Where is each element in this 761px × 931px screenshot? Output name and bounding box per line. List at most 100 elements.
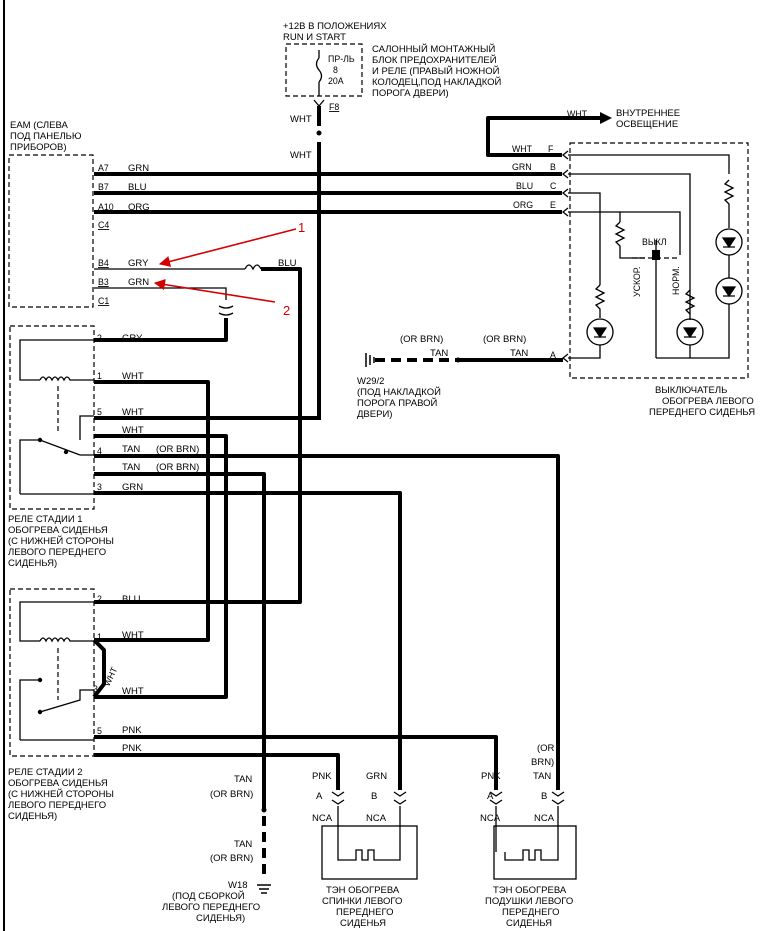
- relay2-outline: [9, 588, 95, 757]
- hc-conn-2: NCA: [534, 813, 555, 824]
- fuse-connector: [313, 99, 325, 108]
- hc-heater-box: [493, 825, 577, 880]
- relay1-coil: [39, 376, 94, 382]
- relay1-pin-3: 3: [97, 482, 102, 492]
- sw-contact: [652, 250, 660, 260]
- eam-connector-c4: C4: [98, 220, 109, 230]
- wire-tan-relay1-ground: [94, 472, 266, 810]
- relay-stage-1: 2 1 5 4 3 GRY WHT WHT WHT TAN (OR BRN) T…: [8, 325, 199, 569]
- relay1-wire-gry: GRY: [122, 333, 143, 344]
- relay2-label-2: ОБОГРЕВА СИДЕНЬЯ: [8, 778, 108, 789]
- sw-int-e2: [620, 211, 681, 255]
- annotation-arrow-2: [153, 279, 276, 303]
- hb-label-1: ТЭН ОБОГРЕВА: [326, 885, 400, 896]
- relay1-label-3: (С НИЖНЕЙ СТОРОНЫ: [8, 535, 114, 547]
- hc-wire-or: (OR: [537, 743, 555, 754]
- hb-conn-2: NCA: [366, 813, 387, 824]
- relay1-pin-5: 5: [97, 407, 102, 417]
- switch-pin-b: B: [550, 162, 556, 172]
- hb-pin-a: A: [316, 791, 323, 802]
- switch-off-label: ВЫКЛ: [642, 237, 667, 247]
- hc-pin-b: B: [541, 791, 547, 802]
- fuse-pin-label: F8: [329, 102, 339, 112]
- hc-wire-pnk: PNK: [481, 771, 501, 782]
- hc-wire-brn: BRN): [531, 757, 554, 768]
- eam-label-3: ПРИБОРОВ): [10, 142, 67, 153]
- wire-blu-relay2: [94, 267, 302, 604]
- eam-module: EAM (СЛЕВА ПОД ПАНЕЛЬЮ ПРИБОРОВ) A7 B7 A…: [8, 120, 297, 308]
- switch-norm-label: НОРМ.: [671, 266, 681, 295]
- w29-label-2: (ПОД НАКЛАДКОЙ: [357, 386, 441, 398]
- switch-wire-org: ORG: [513, 200, 533, 210]
- wht-label-2: WHT: [290, 150, 312, 161]
- w18-label-4: СИДЕНЬЯ): [196, 913, 245, 924]
- hb-wire-grn: GRN: [366, 771, 387, 782]
- fuse-block-label-5: ПОРОГА ДВЕРИ): [372, 88, 449, 99]
- grn-connector: [218, 305, 234, 316]
- relay2-wire-blu: BLU: [122, 594, 141, 605]
- switch-label-2: ОБОГРЕВА ЛЕВОГО: [662, 396, 754, 407]
- hb-conn-1: NCA: [312, 813, 333, 824]
- eam-outline: [8, 154, 94, 308]
- hb-pin-b: B: [371, 791, 377, 802]
- wire-wht-relay2-jumper: [92, 638, 106, 699]
- supply-label-1: +12В В ПОЛОЖЕНИЯХ: [283, 21, 387, 32]
- hb-label-3: ПЕРЕДНЕГО: [336, 907, 393, 918]
- ground-w18: TAN (OR BRN) TAN (OR BRN) W18 (ПОД СБОРК…: [162, 774, 271, 924]
- gr-or-brn-2: (OR BRN): [483, 334, 526, 345]
- relay1-pin-2: 2: [97, 333, 102, 343]
- relay1-wire-wht-2: WHT: [122, 407, 144, 418]
- relay2-wire-pnk-1: PNK: [122, 725, 142, 736]
- relay2-contacts: [19, 679, 94, 740]
- wht-label-top: WHT: [290, 114, 312, 125]
- hb-connector: [331, 791, 407, 805]
- eam-pin-b7: B7: [98, 182, 109, 192]
- hc-label-3: ПЕРЕДНЕГО: [502, 907, 559, 918]
- fuse-section: +12В В ПОЛОЖЕНИЯХ RUN И START ПР-ЛЬ 8 20…: [283, 21, 502, 420]
- w18-label-2: (ПОД СБОРКОЙ: [172, 890, 245, 902]
- gb-or-brn-1: (OR BRN): [210, 789, 253, 800]
- gr-tan-1: TAN: [430, 348, 448, 359]
- relay2-coil: [39, 637, 94, 643]
- heater-cushion: PNK (OR BRN) TAN A B NCA NCA ТЭН ОБОГРЕВ…: [480, 743, 577, 929]
- relay2-coil-lead: [19, 601, 94, 642]
- ground-w29-2: (OR BRN) (OR BRN) TAN TAN W29/2 (ПОД НАК…: [357, 334, 563, 420]
- relay2-pin-2: 2: [97, 594, 102, 604]
- relay2-pin-3: 3: [93, 684, 98, 694]
- int-light-wire-label: WHT: [567, 109, 588, 119]
- relay1-pin-4: 4: [97, 446, 102, 456]
- fuse-block-label-2: БЛОК ПРЕДОХРАНИТЕЛЕЙ: [372, 54, 497, 66]
- switch-label-3: ПЕРЕДНЕГО СИДЕНЬЯ: [649, 407, 755, 418]
- hc-connector: [489, 791, 565, 805]
- sw-int-c: [568, 192, 601, 285]
- relay1-wire-tan-2: TAN: [122, 462, 140, 473]
- relay2-pin-5: 5: [97, 726, 102, 736]
- eam-pin-b4: B4: [98, 258, 109, 268]
- wire-pnk-relay2-back: [94, 753, 340, 790]
- relay2-wire-pnk-2: PNK: [122, 743, 142, 754]
- relay2-wire-wht-1: WHT: [122, 630, 144, 641]
- relay-stage-2: 2 1 3 5 BLU WHT WHT WHT PNK PNK РЕЛЕ СТА…: [8, 588, 144, 822]
- wire-tan-relay1-heater: [94, 454, 560, 790]
- fuse-label-1: ПР-ЛЬ: [328, 54, 355, 64]
- switch-fast-label: УСКОР.: [632, 267, 642, 297]
- switch-connector-chevrons: [561, 150, 569, 363]
- int-light-label-2: ОСВЕЩЕНИЕ: [616, 119, 678, 130]
- wire-wht-relay1-to-relay2: [94, 434, 228, 699]
- splice-top: [316, 130, 322, 136]
- eam-pin-b3: B3: [98, 277, 109, 287]
- hc-heater-element: [504, 849, 559, 861]
- hb-wire-pnk: PNK: [312, 771, 332, 782]
- heater-back: PNK GRN A B NCA NCA ТЭН ОБОГРЕВА СПИНКИ …: [312, 771, 418, 929]
- gr-tan-2: TAN: [510, 348, 528, 359]
- relay2-label-3: (С НИЖНЕЙ СТОРОНЫ: [8, 788, 114, 800]
- relay2-label-5: СИДЕНЬЯ): [8, 811, 57, 822]
- eam-label-2: ПОД ПАНЕЛЬЮ: [10, 131, 82, 142]
- sw-resistor-2: [723, 179, 735, 228]
- wire-grn-b3: [94, 287, 227, 300]
- fuse-block-label-3: И РЕЛЕ (ПРАВЫЙ НОЖНОЙ: [372, 65, 500, 77]
- fuse-block-label-4: КОЛОДЕЦ,ПОД НАКЛАДКОЙ: [372, 76, 502, 88]
- sw-int-b: [568, 173, 691, 320]
- w18-label-1: W18: [228, 880, 248, 891]
- wire-blu-label: BLU: [128, 182, 147, 193]
